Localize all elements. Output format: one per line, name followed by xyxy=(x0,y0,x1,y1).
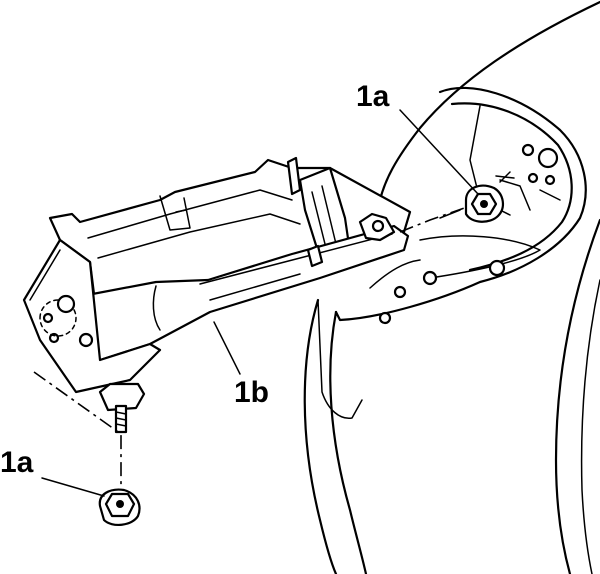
leader-line-nut-lower xyxy=(41,477,105,497)
bracket-ridge-3 xyxy=(159,195,191,231)
flange-boss xyxy=(56,294,76,314)
bracket-slot xyxy=(175,209,187,213)
housing-floor xyxy=(419,235,541,279)
housing-floor-lip xyxy=(369,259,421,289)
nut-upper-bore xyxy=(480,200,488,208)
bracket-rail-inner xyxy=(199,233,393,285)
bracket-ridge-1 xyxy=(87,189,293,239)
headlamp-housing-outline xyxy=(334,86,587,322)
housing-hole-floor-4 xyxy=(378,311,392,325)
callout-label-bracket: 1b xyxy=(234,376,269,409)
rail-stud-1 xyxy=(306,244,324,268)
bracket-bolt-stud xyxy=(98,382,146,412)
housing-brace-3 xyxy=(539,189,561,201)
flange-hole-2 xyxy=(48,332,60,344)
housing-hole-large xyxy=(537,147,559,169)
housing-hole-small-2 xyxy=(527,172,539,184)
nut-1a-upper xyxy=(439,184,504,223)
bolt-thread-lines xyxy=(115,411,127,427)
housing-brace-2 xyxy=(499,179,531,211)
alignment-centerline-lower xyxy=(33,371,122,496)
fender-edge-curve xyxy=(303,298,338,574)
wheel-arch-inner xyxy=(580,279,600,574)
housing-hole-small-3 xyxy=(544,174,556,186)
leader-line-nut-upper xyxy=(399,109,479,195)
housing-cross-mark xyxy=(495,171,515,183)
bracket-rail-edge xyxy=(152,285,161,331)
rail-stud-2 xyxy=(286,156,302,196)
bracket-ridge-2 xyxy=(97,213,301,259)
housing-hole-floor-3 xyxy=(393,285,407,299)
vehicle-body xyxy=(303,0,600,574)
leader-line-bracket xyxy=(213,321,241,375)
flange-hole-3 xyxy=(78,332,94,348)
fender-inner-curve xyxy=(329,310,368,574)
nut-1a-lower xyxy=(98,488,141,526)
bracket-rib-lines xyxy=(311,185,337,249)
nut-upper-stud xyxy=(439,209,461,219)
body-outer-contour xyxy=(378,0,600,202)
nut-lower-bore xyxy=(116,500,124,508)
bracket-clip-hole xyxy=(371,219,385,233)
bracket-flange-edge xyxy=(29,249,61,301)
flange-hole-1 xyxy=(42,312,54,324)
housing-hole-floor-1 xyxy=(488,259,506,277)
callout-label-nut-lower: 1a xyxy=(0,446,34,479)
housing-hole-small-1 xyxy=(521,143,535,157)
wheel-arch-curve xyxy=(554,218,600,574)
flange-hole-dashed-ring xyxy=(39,299,77,337)
bracket-side-flange xyxy=(22,238,162,394)
headlamp-housing-rim xyxy=(450,102,573,272)
housing-hole-floor-2 xyxy=(422,270,438,286)
bracket-1b xyxy=(22,156,412,434)
callout-label-nut-upper: 1a xyxy=(356,80,390,113)
fender-lip xyxy=(317,299,363,419)
bracket-rail-groove xyxy=(209,273,301,301)
